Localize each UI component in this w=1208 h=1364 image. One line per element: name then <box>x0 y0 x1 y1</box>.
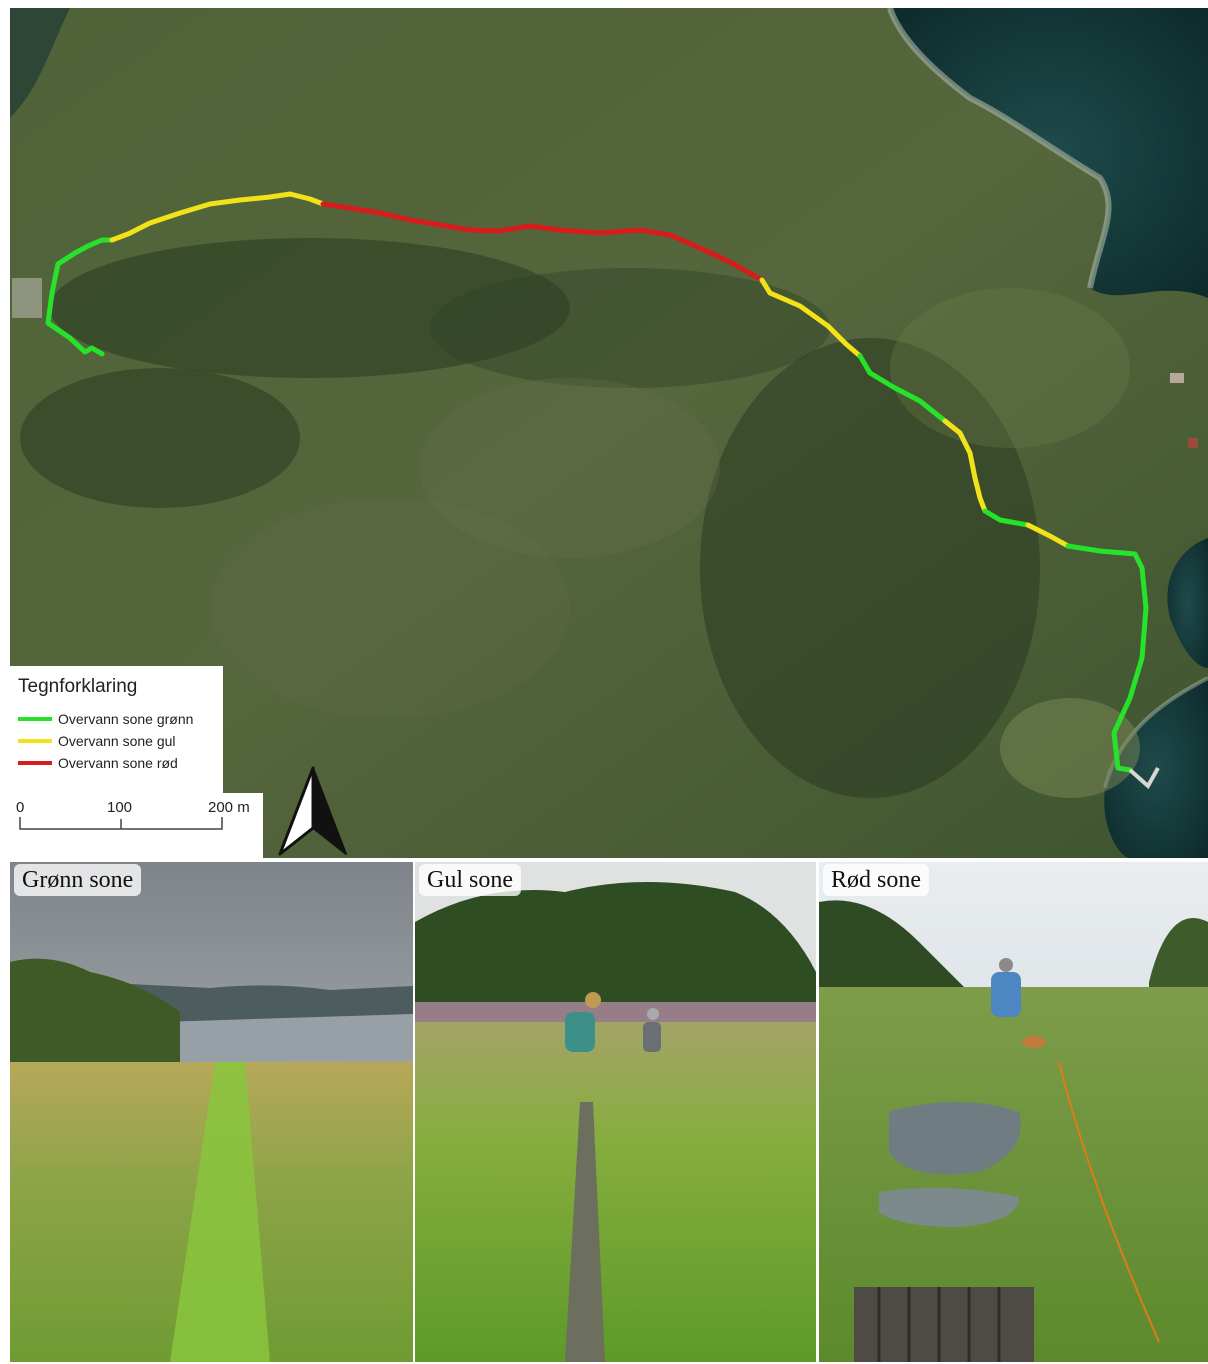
trail-route <box>45 191 1149 773</box>
legend-title: Tegnforklaring <box>18 676 138 697</box>
trail-segment-yellow <box>759 277 863 359</box>
scale-bar-line <box>19 817 223 830</box>
photo-image <box>819 862 1208 1362</box>
legend-item-red: Overvann sone rød <box>18 752 223 774</box>
legend-label: Overvann sone grønn <box>58 711 194 727</box>
legend-item-green: Overvann sone grønn <box>18 708 223 730</box>
aerial-map: Tegnforklaring Overvann sone grønn Overv… <box>10 8 1208 858</box>
hiker-figure <box>991 958 1046 1048</box>
scale-label-200: 200 m <box>208 799 250 816</box>
boardwalk <box>854 1287 1034 1362</box>
legend-swatch-green <box>18 717 52 721</box>
zone-photos: Grønn sone <box>10 862 1208 1364</box>
photo-yellow-zone: Gul sone <box>415 862 816 1362</box>
trail-segment-yellow <box>1025 522 1071 549</box>
scale-bar: 0 100 200 m <box>10 793 263 858</box>
trail-segment-red <box>320 201 765 283</box>
legend-swatch-yellow <box>18 739 52 743</box>
photo-red-zone: Rød sone <box>819 862 1208 1362</box>
map-legend: Tegnforklaring Overvann sone grønn Overv… <box>10 666 223 793</box>
legend-label: Overvann sone gul <box>58 733 176 749</box>
photo-label: Grønn sone <box>14 864 142 896</box>
trail-segment-yellow <box>109 191 326 243</box>
photo-label: Rød sone <box>823 864 929 896</box>
legend-label: Overvann sone rød <box>58 755 178 771</box>
photo-label: Gul sone <box>419 864 521 896</box>
photo-image <box>415 862 816 1362</box>
hiker-figure <box>565 992 661 1052</box>
photo-image <box>10 862 413 1362</box>
scale-label-100: 100 <box>107 799 133 816</box>
trail-segment-green <box>857 353 948 424</box>
aerial-imagery <box>10 8 1208 858</box>
photo-green-zone: Grønn sone <box>10 862 413 1362</box>
trail-segment-green <box>1065 543 1149 773</box>
legend-item-yellow: Overvann sone gul <box>18 730 223 752</box>
trail-segment-green <box>982 508 1031 528</box>
scale-label-0: 0 <box>16 799 25 816</box>
legend-swatch-red <box>18 761 52 765</box>
north-arrow-icon <box>278 766 347 856</box>
trail-segment-yellow <box>942 418 988 514</box>
trail-segment-green <box>45 237 115 357</box>
